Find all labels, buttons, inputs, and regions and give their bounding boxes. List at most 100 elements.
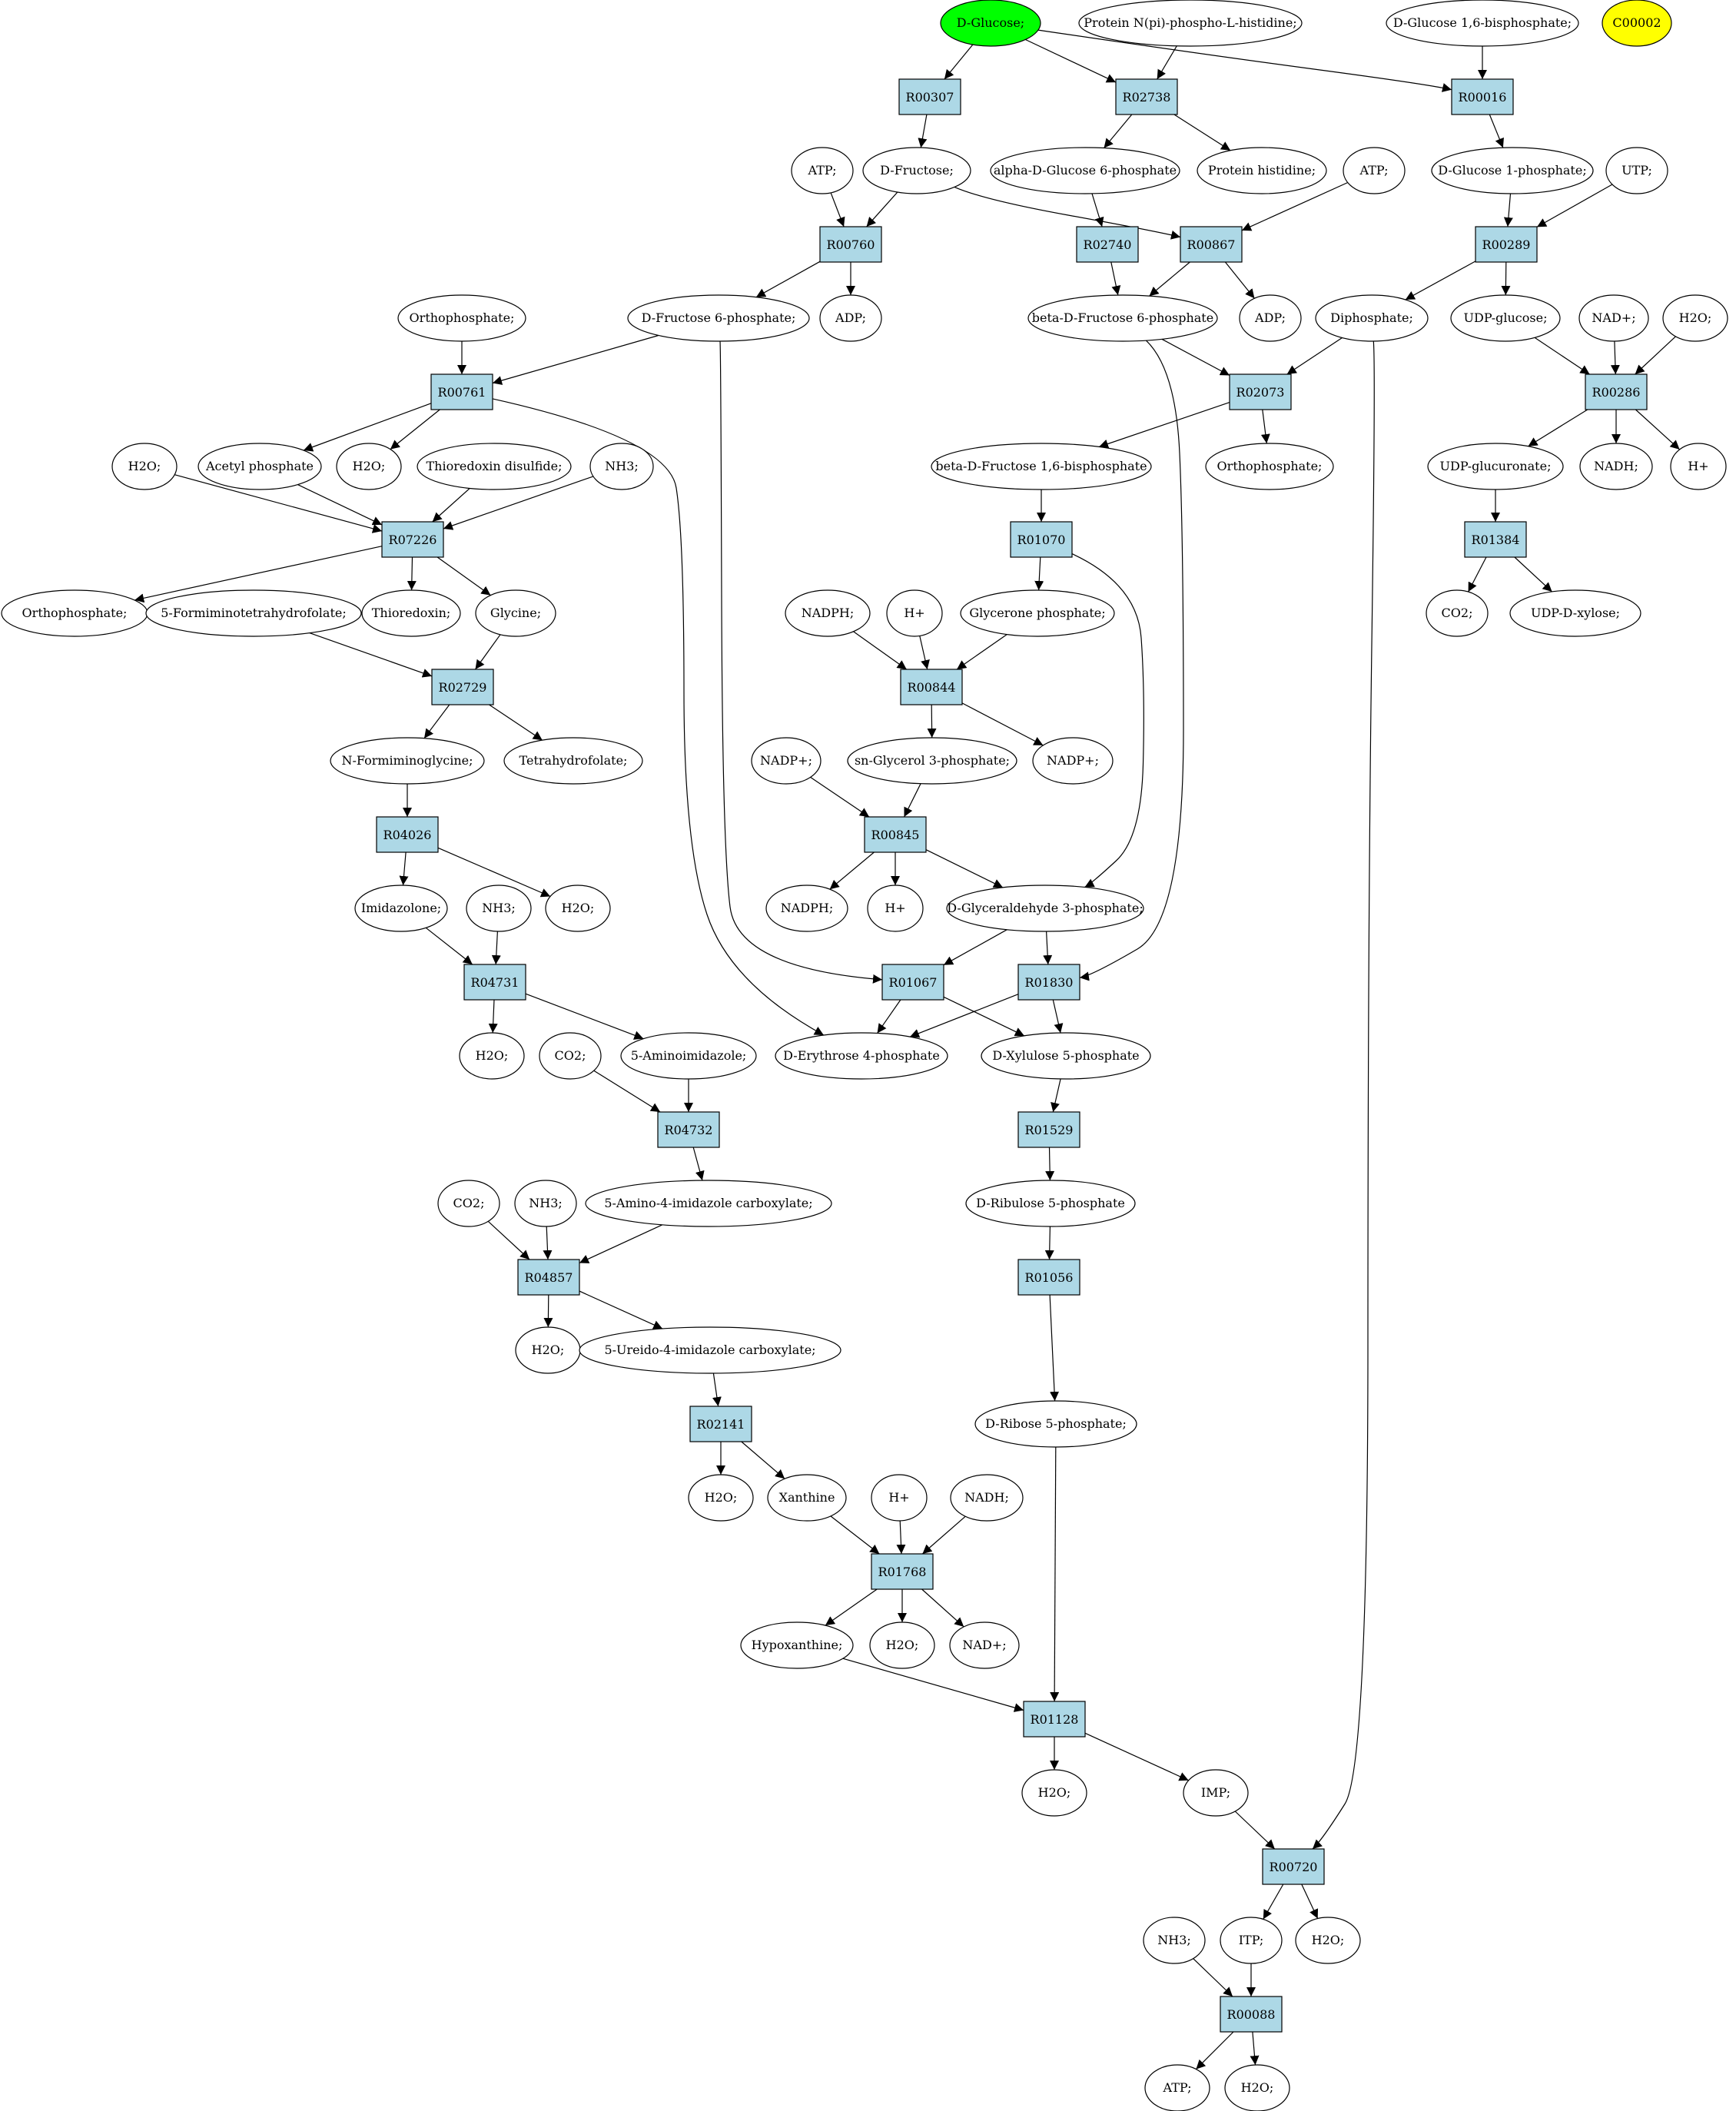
metabolite-node-bf6p[interactable]: beta-D-Fructose 6-phosphate [1027, 294, 1218, 342]
reaction-node-R07226[interactable]: R07226 [381, 521, 444, 558]
reaction-node-R04026[interactable]: R04026 [376, 816, 439, 853]
metabolite-node-trxs[interactable]: Thioredoxin disulfide; [417, 443, 572, 490]
metabolite-node-aim[interactable]: 5-Aminoimidazole; [620, 1032, 757, 1080]
metabolite-node-ag6p[interactable]: alpha-D-Glucose 6-phosphate [990, 147, 1180, 194]
reaction-node-R00844[interactable]: R00844 [900, 669, 963, 705]
metabolite-node-itp[interactable]: ITP; [1220, 1917, 1283, 1964]
reaction-node-R01067[interactable]: R01067 [881, 964, 944, 1001]
metabolite-node-thf[interactable]: Tetrahydrofolate; [503, 737, 643, 785]
metabolite-node-h2o3[interactable]: H2O; [336, 443, 402, 490]
metabolite-node-h2o7[interactable]: H2O; [688, 1474, 754, 1522]
metabolite-node-g16bp[interactable]: D-Glucose 1,6-bisphosphate; [1386, 0, 1579, 47]
metabolite-node-imp[interactable]: IMP; [1183, 1769, 1249, 1817]
metabolite-node-aic[interactable]: 5-Amino-4-imidazole carboxylate; [585, 1180, 832, 1227]
metabolite-node-h2o1[interactable]: H2O; [1662, 294, 1728, 342]
metabolite-node-nh32[interactable]: NH3; [466, 885, 532, 932]
metabolite-node-phis[interactable]: Protein histidine; [1197, 147, 1327, 194]
metabolite-node-gap[interactable]: D-Glyceraldehyde 3-phosphate; [946, 885, 1144, 932]
reaction-node-R01830[interactable]: R01830 [1017, 964, 1080, 1001]
metabolite-node-h2o5[interactable]: H2O; [459, 1032, 525, 1080]
metabolite-node-dip[interactable]: Diphosphate; [1315, 294, 1429, 342]
reaction-node-R00088[interactable]: R00088 [1220, 1996, 1283, 2033]
metabolite-node-orth3[interactable]: Orthophosphate; [1, 589, 148, 637]
metabolite-node-g1p[interactable]: D-Glucose 1-phosphate; [1431, 147, 1594, 194]
metabolite-node-dhap[interactable]: Glycerone phosphate; [960, 589, 1115, 637]
metabolite-node-utp[interactable]: UTP; [1605, 147, 1668, 194]
metabolite-node-nadh1[interactable]: NADH; [1579, 443, 1653, 490]
metabolite-node-nad2[interactable]: NAD+; [949, 1621, 1020, 1669]
metabolite-node-hp2[interactable]: H+ [886, 589, 943, 637]
metabolite-node-h2o9[interactable]: H2O; [1021, 1769, 1087, 1817]
metabolite-node-hp4[interactable]: H+ [871, 1474, 928, 1522]
metabolite-node-hyp[interactable]: Hypoxanthine; [740, 1621, 854, 1669]
metabolite-node-nfg[interactable]: N-Formiminoglycine; [330, 737, 485, 785]
reaction-node-R00761[interactable]: R00761 [430, 373, 493, 410]
metabolite-node-h2o8[interactable]: H2O; [869, 1621, 935, 1669]
metabolite-node-nadp3[interactable]: NADP+; [1032, 737, 1114, 785]
metabolite-node-g3p[interactable]: sn-Glycerol 3-phosphate; [847, 737, 1017, 785]
metabolite-node-nadph2[interactable]: NADPH; [765, 885, 848, 932]
metabolite-node-c2[interactable]: C00002 [1602, 0, 1672, 47]
reaction-node-R02738[interactable]: R02738 [1115, 78, 1178, 115]
reaction-node-R00867[interactable]: R00867 [1180, 226, 1243, 263]
metabolite-node-nh34[interactable]: NH3; [1143, 1917, 1206, 1964]
metabolite-node-adp1[interactable]: ADP; [819, 294, 882, 342]
metabolite-node-h2o11[interactable]: H2O; [1224, 2064, 1290, 2111]
reaction-node-R01070[interactable]: R01070 [1010, 521, 1073, 558]
metabolite-node-atp1[interactable]: ATP; [791, 147, 854, 194]
metabolite-node-ru5p[interactable]: D-Ribulose 5-phosphate [965, 1180, 1136, 1227]
metabolite-node-trx[interactable]: Thioredoxin; [361, 589, 461, 637]
metabolite-node-xan[interactable]: Xanthine [767, 1474, 847, 1522]
reaction-node-R01384[interactable]: R01384 [1464, 521, 1527, 558]
metabolite-node-h2o2[interactable]: H2O; [111, 443, 178, 490]
metabolite-node-acp[interactable]: Acetyl phosphate [197, 443, 322, 490]
metabolite-node-imz[interactable]: Imidazolone; [354, 885, 448, 932]
metabolite-node-uic[interactable]: 5-Ureido-4-imidazole carboxylate; [579, 1326, 841, 1374]
metabolite-node-atp2[interactable]: ATP; [1343, 147, 1406, 194]
reaction-node-R04857[interactable]: R04857 [517, 1259, 580, 1296]
reaction-node-R00845[interactable]: R00845 [864, 816, 927, 853]
metabolite-node-nh33[interactable]: NH3; [514, 1180, 577, 1227]
metabolite-node-fthf[interactable]: 5-Formiminotetrahydrofolate; [145, 589, 362, 637]
metabolite-node-orth2[interactable]: Orthophosphate; [1205, 443, 1334, 490]
reaction-node-R00720[interactable]: R00720 [1262, 1848, 1325, 1885]
metabolite-node-nadp2[interactable]: NADP+; [751, 737, 822, 785]
reaction-node-R01056[interactable]: R01056 [1017, 1259, 1080, 1296]
metabolite-node-e4p[interactable]: D-Erythrose 4-phosphate [775, 1032, 948, 1080]
metabolite-node-f6p[interactable]: D-Fructose 6-phosphate; [627, 294, 810, 342]
reaction-node-R01529[interactable]: R01529 [1017, 1111, 1080, 1148]
metabolite-node-nadh2[interactable]: NADH; [950, 1474, 1024, 1522]
metabolite-node-udpgl[interactable]: UDP-glucuronate; [1427, 443, 1564, 490]
metabolite-node-nadph1[interactable]: NADPH; [785, 589, 871, 637]
metabolite-node-udpg[interactable]: UDP-glucose; [1450, 294, 1561, 342]
reaction-node-R01768[interactable]: R01768 [871, 1553, 934, 1590]
metabolite-node-h2o4[interactable]: H2O; [545, 885, 611, 932]
metabolite-node-udpx[interactable]: UDP-D-xylose; [1509, 589, 1641, 637]
reaction-node-R04732[interactable]: R04732 [657, 1111, 720, 1148]
reaction-node-R00760[interactable]: R00760 [819, 226, 882, 263]
metabolite-node-co22[interactable]: CO2; [539, 1032, 602, 1080]
metabolite-node-co23[interactable]: CO2; [437, 1180, 500, 1227]
metabolite-node-nph[interactable]: Protein N(pi)-phospho-L-histidine; [1078, 0, 1303, 47]
metabolite-node-h2o10[interactable]: H2O; [1295, 1917, 1361, 1964]
metabolite-node-nadp1[interactable]: NAD+; [1578, 294, 1649, 342]
metabolite-node-hp1[interactable]: H+ [1670, 443, 1727, 490]
metabolite-node-hp3[interactable]: H+ [867, 885, 924, 932]
metabolite-node-h2o6[interactable]: H2O; [515, 1326, 581, 1374]
reaction-node-R02729[interactable]: R02729 [431, 669, 494, 705]
reaction-node-R02740[interactable]: R02740 [1076, 226, 1139, 263]
metabolite-node-r5p[interactable]: D-Ribose 5-phosphate; [974, 1400, 1137, 1448]
metabolite-node-nh31[interactable]: NH3; [589, 443, 654, 490]
metabolite-node-fru[interactable]: D-Fructose; [862, 147, 971, 194]
reaction-node-R00307[interactable]: R00307 [898, 78, 961, 115]
metabolite-node-co21[interactable]: CO2; [1426, 589, 1489, 637]
metabolite-node-bf16bp[interactable]: beta-D-Fructose 1,6-bisphosphate [931, 443, 1152, 490]
metabolite-node-glc[interactable]: D-Glucose; [940, 0, 1041, 47]
reaction-node-R00016[interactable]: R00016 [1451, 78, 1514, 115]
reaction-node-R01128[interactable]: R01128 [1023, 1701, 1086, 1738]
reaction-node-R00286[interactable]: R00286 [1585, 373, 1648, 410]
reaction-node-R02141[interactable]: R02141 [689, 1406, 752, 1442]
metabolite-node-orth1[interactable]: Orthophosphate; [397, 294, 526, 342]
metabolite-node-adp2[interactable]: ADP; [1239, 294, 1302, 342]
reaction-node-R04731[interactable]: R04731 [463, 964, 526, 1001]
